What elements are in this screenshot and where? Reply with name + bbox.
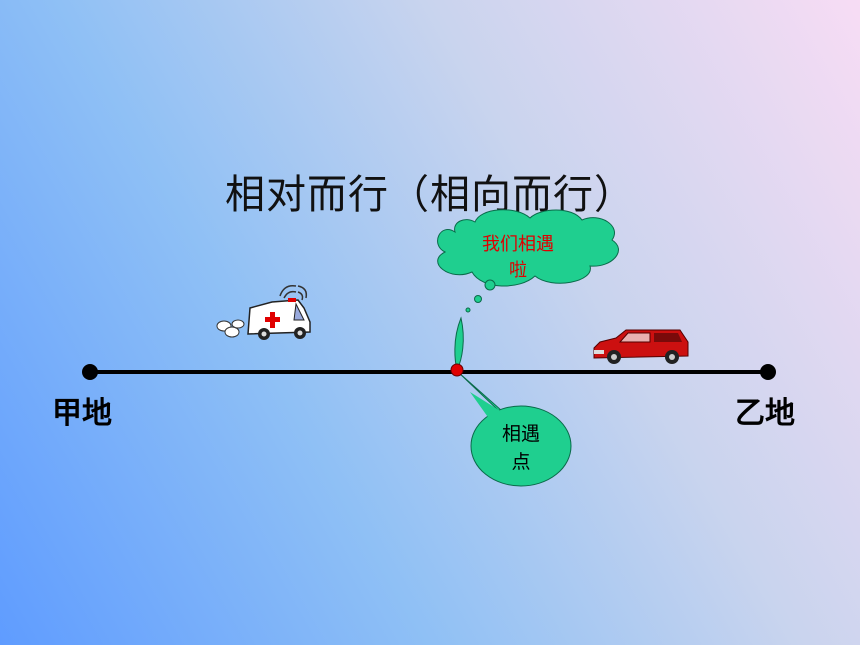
meeting-text-line1: 相遇 — [501, 423, 540, 445]
start-label: 甲地 — [52, 396, 112, 431]
cloud-callout — [437, 209, 619, 313]
meeting-point — [450, 363, 464, 377]
end-label: 乙地 — [735, 396, 795, 431]
cloud-text-line2: 啦 — [509, 260, 527, 281]
ambulance-icon — [216, 284, 311, 340]
meeting-text-line2: 点 — [511, 451, 531, 473]
meeting-leaf — [454, 316, 464, 372]
cloud-text-line1: 我们相遇 — [482, 234, 554, 255]
red-car-icon — [593, 329, 689, 364]
start-point — [82, 364, 98, 380]
meeting-callout — [457, 371, 572, 487]
end-point — [760, 364, 776, 380]
